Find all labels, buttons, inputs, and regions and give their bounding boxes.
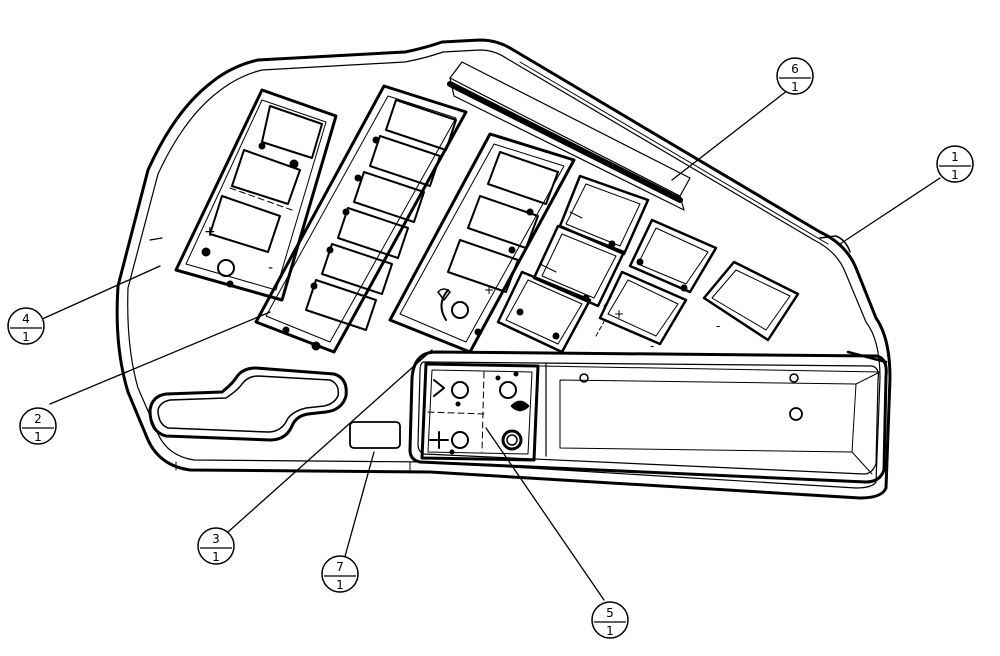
balloon-6-circle bbox=[776, 57, 814, 95]
label-plate bbox=[349, 421, 401, 449]
leader-lines[interactable] bbox=[39, 89, 941, 601]
switch-panel-6: + - - bbox=[496, 174, 800, 354]
leader-line-2[interactable] bbox=[49, 311, 271, 405]
switch-panel-5 bbox=[420, 362, 540, 462]
panel4-minus-symbol: - bbox=[268, 260, 273, 276]
balloon-4[interactable]: 4 1 bbox=[7, 307, 45, 345]
leader-line-4[interactable] bbox=[39, 265, 161, 321]
panel6-plus-symbol: + bbox=[614, 307, 624, 321]
balloon-6[interactable]: 6 1 bbox=[776, 57, 814, 95]
leader-line-1[interactable] bbox=[839, 177, 941, 245]
balloon-5-circle bbox=[591, 601, 629, 639]
balloon-5[interactable]: 5 1 bbox=[591, 601, 629, 639]
balloon-2-circle bbox=[19, 407, 57, 445]
switch-panel-4: + - bbox=[174, 88, 338, 302]
balloon-3[interactable]: 3 1 bbox=[197, 527, 235, 565]
panel4-plus-symbol: + bbox=[204, 224, 216, 240]
balloon-7-quantity: 1 bbox=[336, 578, 344, 592]
leader-line-3[interactable] bbox=[227, 349, 433, 533]
handle-recess bbox=[148, 366, 348, 442]
lower-tray bbox=[408, 350, 888, 484]
balloon-6-number: 6 bbox=[791, 62, 799, 76]
balloon-5-number: 5 bbox=[606, 606, 614, 620]
balloon-1-circle bbox=[936, 145, 974, 183]
balloon-1-number: 1 bbox=[951, 150, 959, 164]
panel3-plus-symbol: + bbox=[484, 283, 494, 297]
balloon-4-circle bbox=[7, 307, 45, 345]
balloon-4-quantity: 1 bbox=[22, 330, 30, 344]
balloon-1-quantity: 1 bbox=[951, 168, 959, 182]
balloon-3-number: 3 bbox=[212, 532, 220, 546]
panel6-minus-symbol-b: - bbox=[716, 319, 720, 333]
balloon-3-circle bbox=[197, 527, 235, 565]
balloon-5-quantity: 1 bbox=[606, 624, 614, 638]
balloon-4-number: 4 bbox=[22, 312, 30, 326]
housing-outline bbox=[115, 38, 892, 500]
balloon-2-quantity: 1 bbox=[34, 430, 42, 444]
balloon-2-number: 2 bbox=[34, 412, 42, 426]
balloon-7-number: 7 bbox=[336, 560, 344, 574]
balloon-2[interactable]: 2 1 bbox=[19, 407, 57, 445]
leader-line-7[interactable] bbox=[343, 451, 375, 561]
switch-panel-2 bbox=[254, 84, 468, 354]
top-raised-strip bbox=[447, 61, 691, 211]
balloon-3-quantity: 1 bbox=[212, 550, 220, 564]
balloon-1[interactable]: 1 1 bbox=[936, 145, 974, 183]
balloon-7-circle bbox=[321, 555, 359, 593]
switch-panel-3: + bbox=[388, 132, 576, 354]
leader-line-6[interactable] bbox=[671, 89, 789, 181]
balloon-6-quantity: 1 bbox=[791, 80, 799, 94]
balloon-7[interactable]: 7 1 bbox=[321, 555, 359, 593]
panel6-minus-symbol-a: - bbox=[650, 339, 654, 353]
leader-line-5[interactable] bbox=[485, 427, 605, 601]
